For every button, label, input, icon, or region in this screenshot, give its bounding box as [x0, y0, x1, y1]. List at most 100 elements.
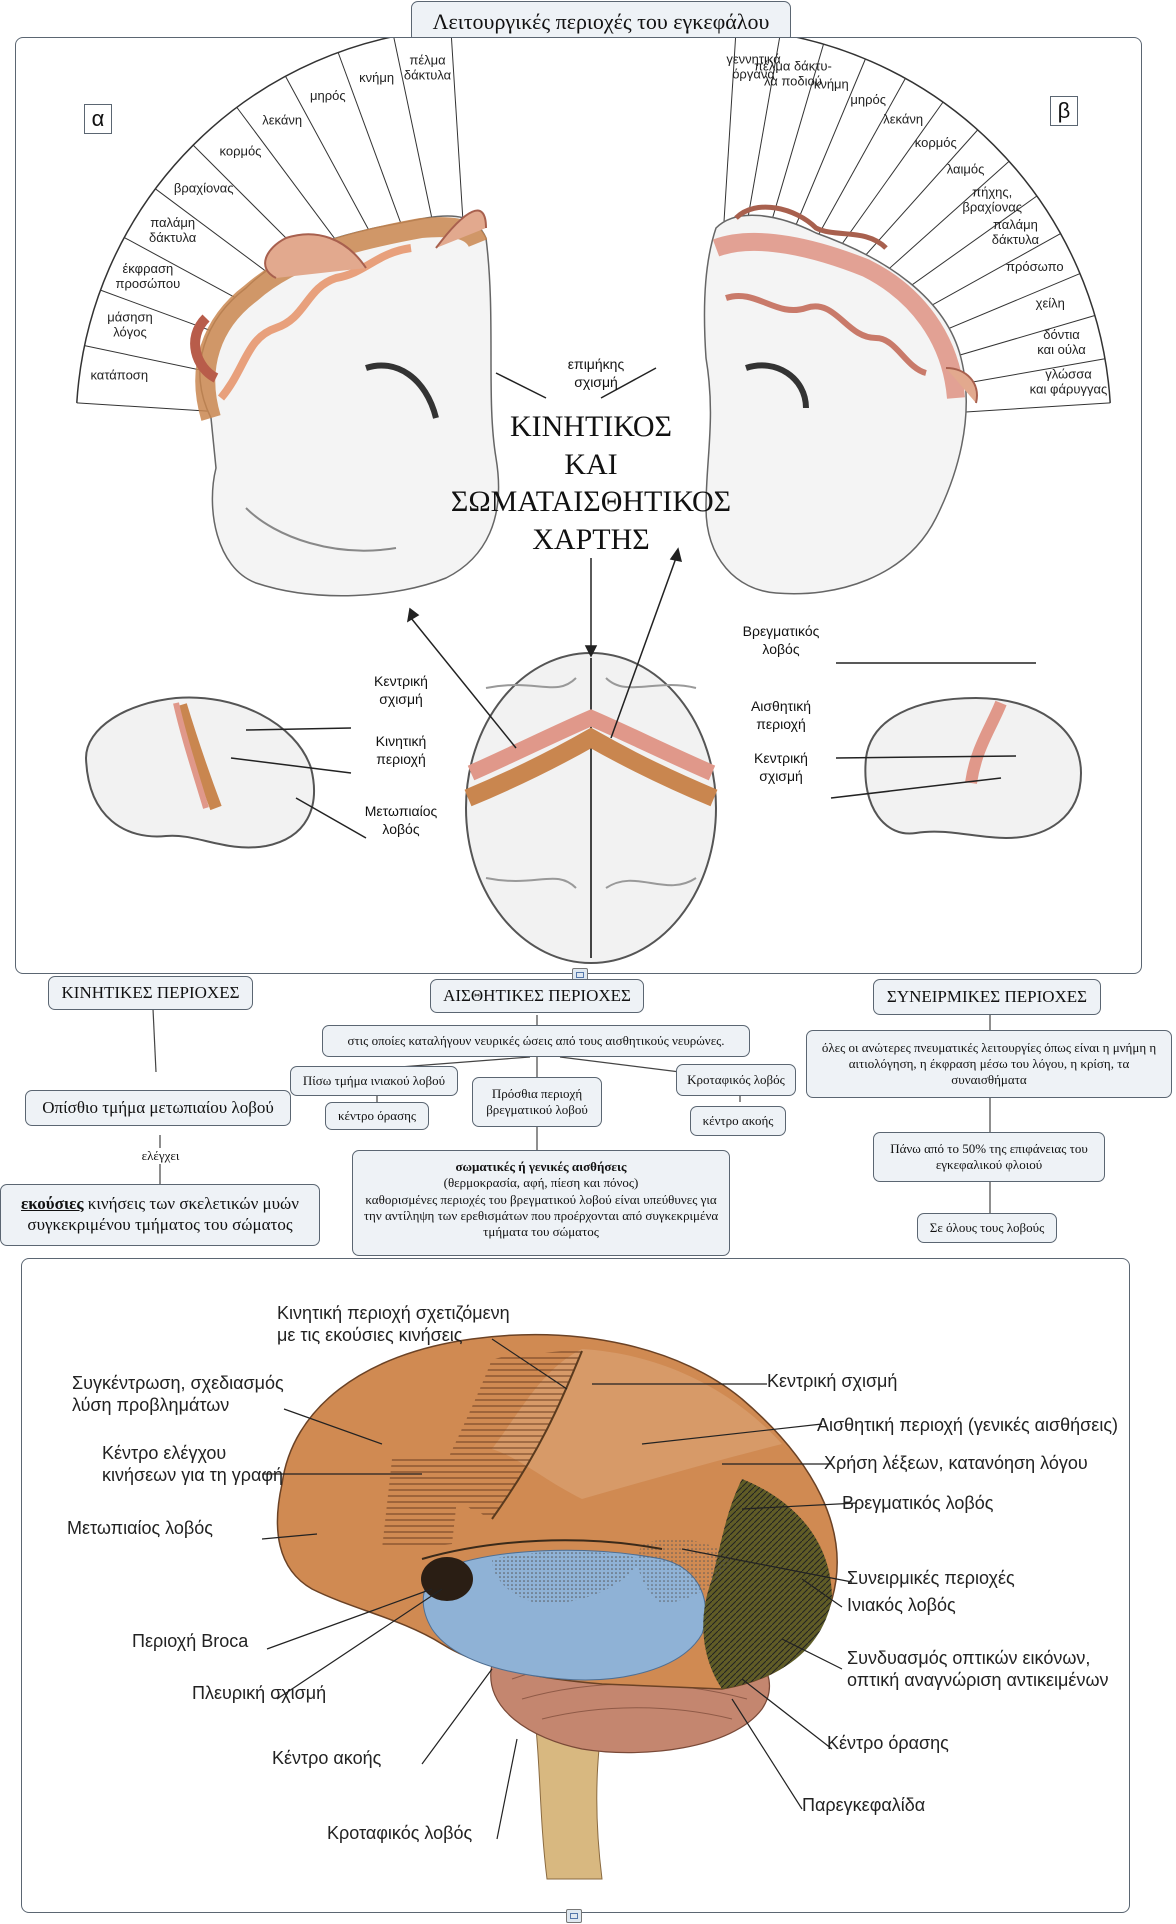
- fan-segment-label: κατάποση: [90, 368, 148, 383]
- voluntary-rest: κινήσεις των σκελετικών μυών συγκεκριμέν…: [27, 1194, 299, 1235]
- center-line-2: ΚΑΙ: [564, 447, 618, 481]
- right-sensory-area-label: Αισθητική περιοχή: [750, 698, 812, 732]
- fan-segment-label: πρόσωπο: [1006, 259, 1064, 274]
- fan-divider: [807, 78, 906, 254]
- voluntary-bold: εκούσιες: [21, 1194, 84, 1213]
- left-side-brain: [84, 696, 315, 849]
- brain-area-label: Χρήση λέξεων, κατανόηση λόγου: [824, 1453, 1088, 1473]
- fan-segment-label: μηρός: [310, 88, 346, 103]
- fan-divider: [723, 38, 737, 229]
- map-center-title: ΚΙΝΗΤΙΚΟΣ ΚΑΙ ΣΩΜΑΤΑΙΣΘΗΤΙΚΟΣ ΧΑΡΤΗΣ: [411, 408, 771, 558]
- left-brain-slice: [190, 209, 500, 597]
- fan-outer-arc-right: [796, 38, 1111, 403]
- left-frontal-lobe-label: Μετωπιαίος λοβός: [364, 803, 438, 837]
- fan-divider: [393, 38, 436, 233]
- brain-area-label: Κέντρο όρασης: [827, 1733, 949, 1753]
- voluntary-movements-node[interactable]: εκούσιες κινήσεις των σκελετικών μυών συ…: [0, 1184, 320, 1246]
- somatic-senses-node[interactable]: σωματικές ή γενικές αισθήσεις (θερμοκρασ…: [352, 1150, 730, 1256]
- fan-segment-label: κορμός: [220, 144, 262, 159]
- fan-segment-label: κνήμη: [814, 77, 849, 92]
- left-motor-area-label: Κινητική περιοχή: [375, 733, 427, 767]
- left-central-sulcus-label: Κεντρική σχισμή: [374, 673, 428, 707]
- temporal-node[interactable]: Κροταφικός λοβός: [676, 1064, 796, 1096]
- fan-segment-label: κορμός: [915, 135, 957, 150]
- right-central-sulcus-label: Κεντρική σχισμή: [754, 750, 808, 784]
- association-desc-node[interactable]: όλες οι ανώτερες πνευματικές λειτουργίες…: [806, 1030, 1172, 1098]
- parietal-front-node[interactable]: Πρόσθια περιοχή βρεγματικού λοβού: [472, 1077, 602, 1127]
- fan-segment-label: πήχης,βραχίονας: [962, 184, 1022, 214]
- fan-segment-label: πέλμα δάκτυ-λα ποδιού: [754, 58, 832, 88]
- fan-divider: [826, 101, 944, 266]
- fan-divider: [337, 52, 408, 241]
- label-beta: β: [1050, 96, 1078, 126]
- association-areas-header[interactable]: ΣΥΝΕΙΡΜΙΚΕΣ ΠΕΡΙΟΧΕΣ: [873, 979, 1101, 1015]
- fan-segment-label: λαιμός: [947, 161, 985, 176]
- fan-segment-label: κνήμη: [359, 70, 394, 85]
- page-title: Λειτουργικές περιοχές του εγκεφάλου: [411, 1, 791, 43]
- brain-area-label: Περιοχή Broca: [132, 1631, 249, 1651]
- broca-area-shape: [421, 1557, 473, 1601]
- brain-area-label: Πλευρική σχισμή: [192, 1683, 326, 1703]
- controls-link-label: ελέγχει: [128, 1148, 193, 1165]
- somatic-list: (θερμοκρασία, αφή, πίεση και πόνος): [443, 1175, 639, 1191]
- right-parietal-lobe-label: Βρεγματικός λοβός: [742, 623, 820, 657]
- association-surface-node[interactable]: Πάνω από το 50% της επιφάνειας του εγκεφ…: [873, 1132, 1105, 1182]
- brain-area-label: Συνδυασμός οπτικών εικόνων,οπτική αναγνώ…: [847, 1648, 1109, 1690]
- panel-expand-icon-bottom[interactable]: [566, 1909, 582, 1923]
- motor-region-node[interactable]: Οπίσθιο τμήμα μετωπιαίου λοβού: [25, 1090, 291, 1126]
- fan-segment-label: μηρός: [850, 92, 886, 107]
- fan-divider: [450, 38, 464, 229]
- right-brain-slice: [703, 204, 978, 595]
- motor-areas-header[interactable]: ΚΙΝΗΤΙΚΕΣ ΠΕΡΙΟΧΕΣ: [48, 976, 253, 1010]
- fan-divider: [787, 58, 866, 244]
- association-lobes-node[interactable]: Σε όλους τους λοβούς: [917, 1213, 1057, 1243]
- brain-area-label: Ινιακός λοβός: [847, 1595, 956, 1615]
- center-line-3: ΣΩΜΑΤΑΙΣΘΗΤΙΚΟΣ: [450, 485, 732, 518]
- fan-segment-label: χείλη: [1036, 296, 1065, 311]
- center-line-4: ΧΑΡΤΗΣ: [532, 522, 650, 556]
- fan-segment-label: βραχίονας: [174, 180, 234, 195]
- brain-area-label: Κεντρική σχισμή: [767, 1371, 897, 1391]
- somatic-desc: καθορισμένες περιοχές του βρεγματικού λο…: [363, 1191, 719, 1240]
- sulcus-label: επιμήκης σχισμή: [567, 356, 625, 390]
- brain-area-label: Αισθητική περιοχή (γενικές αισθήσεις): [817, 1415, 1118, 1435]
- fan-divider: [745, 38, 781, 232]
- brain-area-label: Παρεγκεφαλίδα: [802, 1795, 925, 1815]
- brain-area-label: Βρεγματικός λοβός: [842, 1493, 994, 1513]
- fan-divider: [285, 76, 382, 253]
- concept-map-connectors: [152, 1008, 991, 1213]
- brain-area-label: Μετωπιαίος λοβός: [67, 1518, 213, 1538]
- hearing-center-node[interactable]: κέντρο ακοής: [690, 1106, 786, 1136]
- occipital-node[interactable]: Πίσω τμήμα ινιακού λοβού: [290, 1066, 458, 1096]
- fan-divider: [766, 44, 825, 237]
- fan-segment-label: λεκάνη: [883, 112, 923, 127]
- sensory-areas-header[interactable]: ΑΙΣΘΗΤΙΚΕΣ ΠΕΡΙΟΧΕΣ: [430, 979, 644, 1013]
- right-side-brain: [864, 696, 1083, 840]
- brain-area-label: Συνειρμικές περιοχές: [847, 1568, 1015, 1588]
- somatic-title: σωματικές ή γενικές αισθήσεις: [455, 1159, 627, 1174]
- center-line-1: ΚΙΝΗΤΙΚΟΣ: [509, 410, 673, 443]
- label-alpha: α: [84, 104, 112, 134]
- vision-center-node[interactable]: κέντρο όρασης: [325, 1102, 429, 1130]
- sensory-desc-node[interactable]: στις οποίες καταλήγουν νευρικές ώσεις απ…: [322, 1025, 750, 1057]
- brain-area-label: Κέντρο ακοής: [272, 1748, 382, 1768]
- fan-segment-label: λεκάνη: [262, 113, 302, 128]
- top-view-brain: [464, 652, 718, 964]
- brain-area-label: Κροταφικός λοβός: [327, 1823, 473, 1843]
